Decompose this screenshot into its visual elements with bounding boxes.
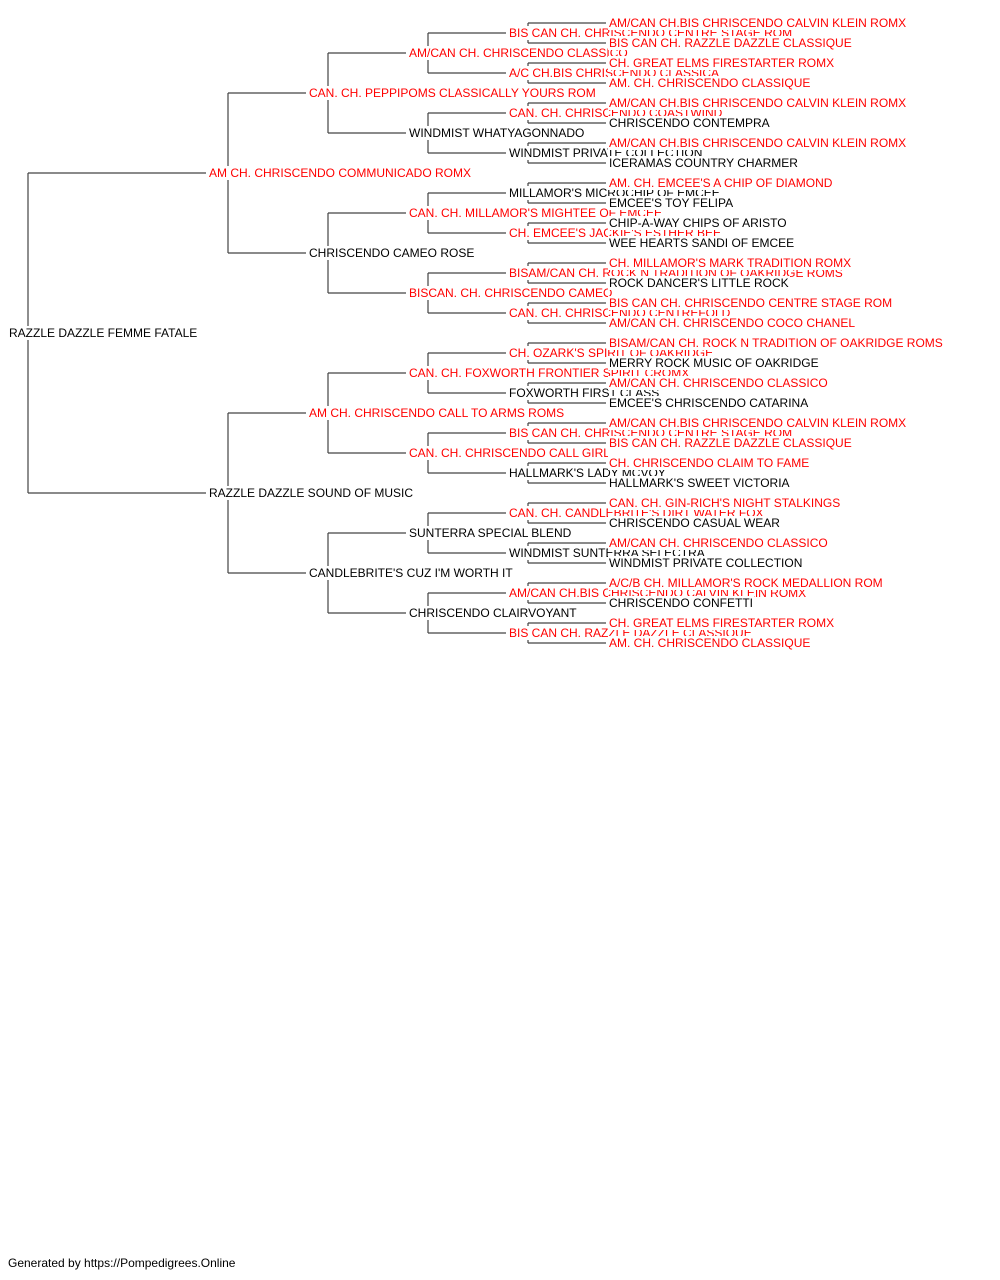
ancestor-name-sire-gen5: CHIP-A-WAY CHIPS OF ARISTO [608, 216, 788, 230]
ancestor-name-dam-gen5: BIS CAN CH. RAZZLE DAZZLE CLASSIQUE [608, 36, 853, 50]
ancestor-name-dam-gen5: HALLMARK'S SWEET VICTORIA [608, 476, 791, 490]
ancestor-name-sire-gen3: AM/CAN CH. CHRISCENDO CLASSICO [408, 46, 629, 60]
ancestor-name-dam-gen5: CHRISCENDO CONTEMPRA [608, 116, 771, 130]
ancestor-name-sire-gen5: CAN. CH. GIN-RICH'S NIGHT STALKINGS [608, 496, 842, 510]
ancestor-name-dam-gen2: CANDLEBRITE'S CUZ I'M WORTH IT [308, 566, 514, 580]
ancestor-name-dam-gen5: WEE HEARTS SANDI OF EMCEE [608, 236, 796, 250]
ancestor-name-dam-gen5: EMCEE'S TOY FELIPA [608, 196, 735, 210]
generated-by-footer: Generated by https://Pompedigrees.Online [8, 1256, 236, 1270]
ancestor-name-dam-gen5: BIS CAN CH. RAZZLE DAZZLE CLASSIQUE [608, 436, 853, 450]
ancestor-name-dam-gen5: AM/CAN CH. CHRISCENDO COCO CHANEL [608, 316, 857, 330]
ancestor-name-sire-gen5: AM/CAN CH.BIS CHRISCENDO CALVIN KLEIN RO… [608, 16, 908, 30]
ancestor-name-dam-gen3: CAN. CH. CHRISCENDO CALL GIRL [408, 446, 611, 460]
ancestor-name-dam-gen2: CHRISCENDO CAMEO ROSE [308, 246, 476, 260]
ancestor-name-sire-gen2: CAN. CH. PEPPIPOMS CLASSICALLY YOURS ROM [308, 86, 597, 100]
ancestor-name-dam-gen3: BISCAN. CH. CHRISCENDO CAMEO [408, 286, 614, 300]
ancestor-name-sire-gen5: AM/CAN CH. CHRISCENDO CLASSICO [608, 536, 829, 550]
ancestor-name-dam-gen5: CHRISCENDO CASUAL WEAR [608, 516, 781, 530]
ancestor-name-sire-gen5: BISAM/CAN CH. ROCK N TRADITION OF OAKRID… [608, 336, 944, 350]
ancestor-name-sire-gen5: CH. MILLAMOR'S MARK TRADITION ROMX [608, 256, 853, 270]
ancestor-name-sire-gen3: CAN. CH. MILLAMOR'S MIGHTEE OF EMCEE [408, 206, 663, 220]
ancestor-name-dam-gen5: AM. CH. CHRISCENDO CLASSIQUE [608, 76, 812, 90]
ancestor-name-sire-gen5: AM/CAN CH.BIS CHRISCENDO CALVIN KLEIN RO… [608, 136, 908, 150]
ancestor-name-sire-gen5: CH. CHRISCENDO CLAIM TO FAME [608, 456, 811, 470]
ancestor-name-sire-gen1: AM CH. CHRISCENDO COMMUNICADO ROMX [208, 166, 473, 180]
ancestor-name-dam-gen1: RAZZLE DAZZLE SOUND OF MUSIC [208, 486, 415, 500]
ancestor-name-dam-gen5: CHRISCENDO CONFETTI [608, 596, 754, 610]
subject-dog-name: RAZZLE DAZZLE FEMME FATALE [8, 326, 199, 340]
ancestor-name-sire-gen5: AM. CH. EMCEE'S A CHIP OF DIAMOND [608, 176, 834, 190]
ancestor-name-dam-gen5: ROCK DANCER'S LITTLE ROCK [608, 276, 790, 290]
ancestor-name-sire-gen5: CH. GREAT ELMS FIRESTARTER ROMX [608, 56, 836, 70]
ancestor-name-sire-gen5: CH. GREAT ELMS FIRESTARTER ROMX [608, 616, 836, 630]
ancestor-name-dam-gen5: EMCEE'S CHRISCENDO CATARINA [608, 396, 810, 410]
ancestor-name-dam-gen3: CHRISCENDO CLAIRVOYANT [408, 606, 578, 620]
ancestor-name-dam-gen5: WINDMIST PRIVATE COLLECTION [608, 556, 804, 570]
ancestor-name-dam-gen5: AM. CH. CHRISCENDO CLASSIQUE [608, 636, 812, 650]
ancestor-name-dam-gen3: WINDMIST WHATYAGONNADO [408, 126, 586, 140]
ancestor-name-dam-gen5: ICERAMAS COUNTRY CHARMER [608, 156, 799, 170]
ancestor-name-sire-gen5: AM/CAN CH.BIS CHRISCENDO CALVIN KLEIN RO… [608, 416, 908, 430]
ancestor-name-sire-gen3: SUNTERRA SPECIAL BLEND [408, 526, 573, 540]
ancestor-name-dam-gen5: MERRY ROCK MUSIC OF OAKRIDGE [608, 356, 820, 370]
ancestor-name-sire-gen2: AM CH. CHRISCENDO CALL TO ARMS ROMS [308, 406, 566, 420]
ancestor-name-sire-gen5: A/C/B CH. MILLAMOR'S ROCK MEDALLION ROM [608, 576, 884, 590]
ancestor-name-sire-gen5: AM/CAN CH.BIS CHRISCENDO CALVIN KLEIN RO… [608, 96, 908, 110]
ancestor-name-sire-gen5: BIS CAN CH. CHRISCENDO CENTRE STAGE ROM [608, 296, 894, 310]
ancestor-name-sire-gen5: AM/CAN CH. CHRISCENDO CLASSICO [608, 376, 829, 390]
